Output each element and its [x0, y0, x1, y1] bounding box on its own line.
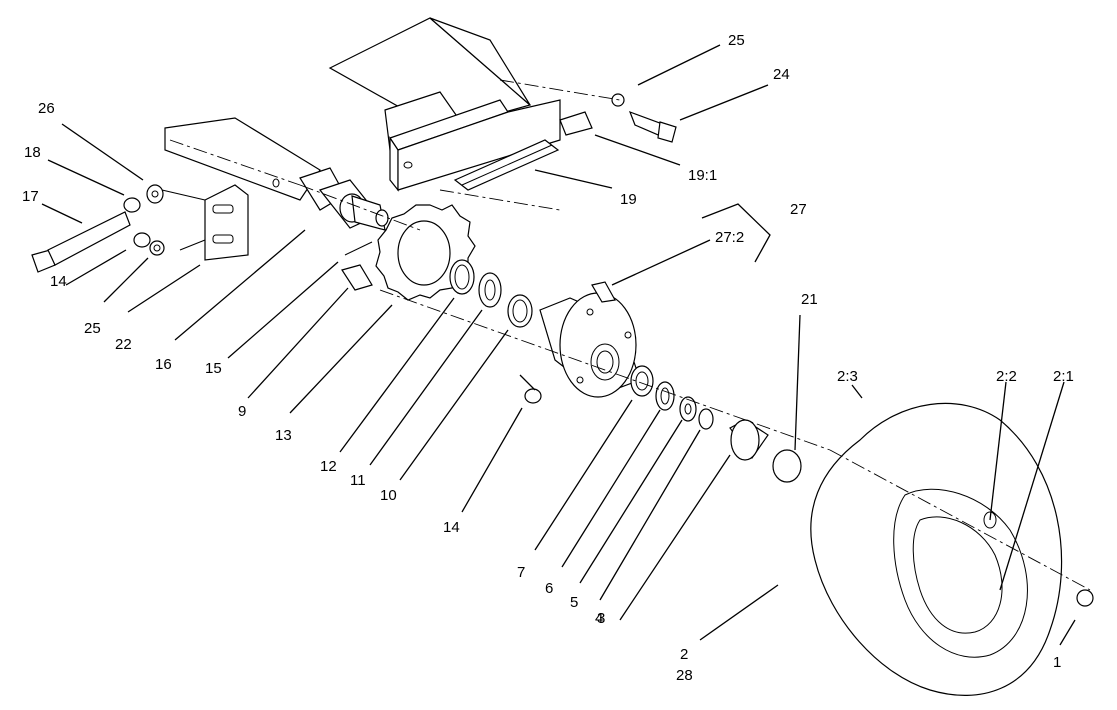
dust-cap-3	[729, 419, 769, 461]
washer-5	[679, 396, 697, 422]
callout-21: 21	[801, 291, 818, 308]
callout-18: 18	[24, 144, 41, 161]
bolt-24	[628, 110, 677, 143]
washer-26	[146, 184, 164, 204]
callout-5: 5	[570, 594, 578, 611]
bearing-cup-12	[449, 259, 475, 295]
callout-7: 7	[517, 564, 525, 581]
callout-11: 11	[350, 472, 366, 489]
callout-25-top: 25	[728, 32, 745, 49]
lug-nut-1	[1076, 589, 1094, 607]
bolt-9	[341, 264, 373, 291]
callout-17: 17	[22, 188, 39, 205]
stud-27-2	[591, 281, 616, 303]
callout-6: 6	[545, 580, 553, 597]
callout-9: 9	[238, 403, 246, 420]
bearing-cone-11	[478, 272, 502, 308]
callout-19: 19	[620, 191, 637, 208]
tire-assembly	[810, 402, 1063, 697]
chain-19	[453, 139, 560, 191]
callout-24: 24	[773, 66, 790, 83]
callout-19-1: 19:1	[688, 167, 717, 184]
axle-housing	[164, 117, 389, 231]
cap-21	[772, 449, 802, 483]
frame-bracket	[328, 17, 561, 192]
callout-14-left: 14	[50, 273, 67, 290]
nut-14-left	[133, 232, 151, 248]
callout-25-left: 25	[84, 320, 101, 337]
spacer-10	[507, 294, 533, 328]
wheel-hub	[539, 292, 641, 398]
callout-16: 16	[155, 356, 172, 373]
centerlines	[169, 79, 1091, 591]
mount-plate	[161, 184, 249, 261]
callout-1: 1	[1053, 654, 1061, 671]
bearing-cone-6	[655, 381, 675, 411]
chain-link-19-1	[559, 111, 593, 136]
callout-13: 13	[275, 427, 292, 444]
callout-2-3: 2:3	[837, 368, 858, 385]
callout-10: 10	[380, 487, 397, 504]
callout-27-2: 27:2	[715, 229, 744, 246]
callout-2-2: 2:2	[996, 368, 1017, 385]
nut-14-mid	[524, 388, 542, 404]
callout-3: 3	[597, 610, 605, 627]
callout-labels: 25 24 19:1 19 27 27:2 21 2:3 2:2 2:1 1 2…	[22, 32, 1074, 684]
nut-18	[123, 197, 141, 213]
cotter-pin-15	[344, 241, 373, 256]
bearing-cup-7	[630, 365, 654, 397]
leader-lines	[41, 44, 1076, 646]
callout-26: 26	[38, 100, 55, 117]
callout-14-mid: 14	[443, 519, 460, 536]
callout-4: 4	[595, 610, 603, 627]
callout-28: 28	[676, 667, 693, 684]
callout-22: 22	[115, 336, 132, 353]
callout-27: 27	[790, 201, 807, 218]
nut-4	[698, 408, 714, 430]
callout-2: 2	[680, 646, 688, 663]
callout-12: 12	[320, 458, 337, 475]
washer-25-left	[149, 240, 165, 256]
callout-2-1: 2:1	[1053, 368, 1074, 385]
callout-15: 15	[205, 360, 222, 377]
bolt-17	[31, 211, 131, 273]
